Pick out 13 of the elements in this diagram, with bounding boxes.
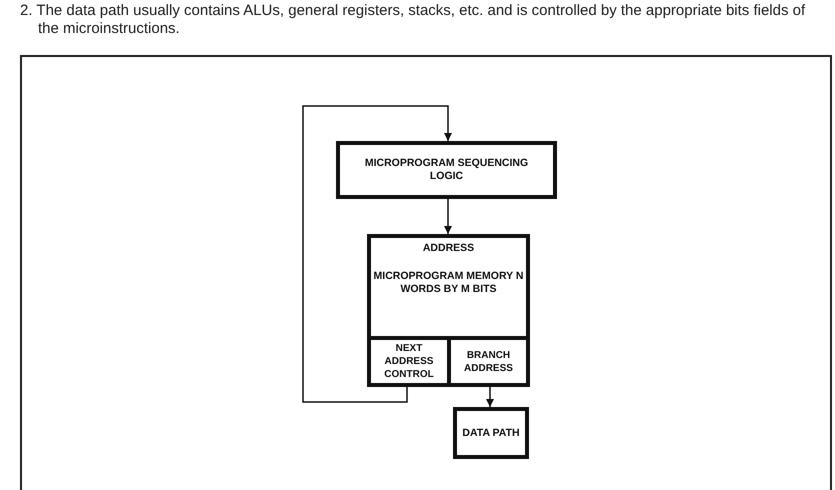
process-box xyxy=(453,407,529,459)
node-label: MICROPROGRAM MEMORY N WORDS BY M BITS xyxy=(374,270,524,296)
node-label: DATA PATH xyxy=(461,426,521,440)
arrow xyxy=(302,105,452,403)
process-box xyxy=(336,141,557,199)
process-box xyxy=(367,234,530,387)
note-text: 2. The data path usually contains ALUs, general registers, stacks, etc. and is controlled by the appropriate bits fields of the microinstructions. xyxy=(20,2,806,38)
node-label: MICROPROGRAM SEQUENCING LOGIC xyxy=(364,157,530,183)
node-label: NEXT ADDRESS CONTROL xyxy=(383,342,435,381)
node-label: BRANCH ADDRESS xyxy=(463,348,514,374)
arrow xyxy=(486,387,494,407)
arrow xyxy=(444,199,452,234)
heading-text: ADDRESS xyxy=(422,242,476,255)
